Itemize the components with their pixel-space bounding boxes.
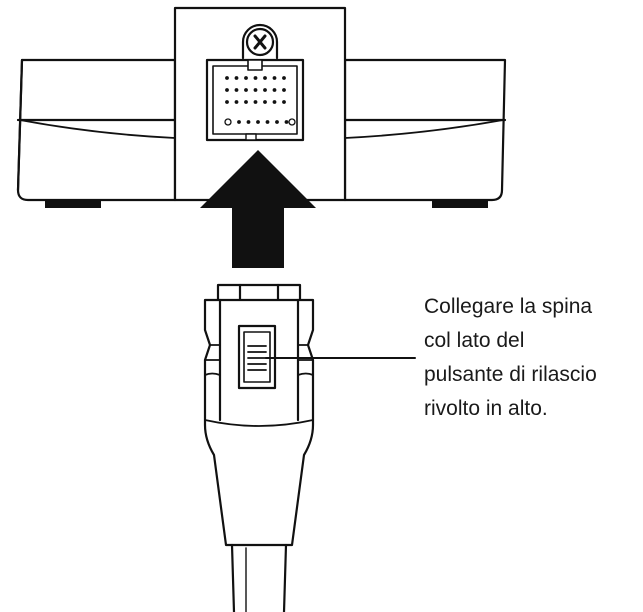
- socket-pin: [263, 100, 267, 104]
- socket-pin: [282, 100, 286, 104]
- socket-pin: [234, 88, 239, 92]
- unit-left-wing: [16, 58, 177, 208]
- caption-line-4: rivolto in alto.: [424, 397, 548, 420]
- socket-pin: [284, 120, 289, 124]
- socket-pin: [272, 100, 277, 104]
- socket-pin: [265, 120, 270, 124]
- socket-pin: [234, 100, 239, 104]
- insert-arrow-icon: [200, 150, 316, 268]
- socket-port: [205, 58, 305, 142]
- socket-pin: [244, 100, 248, 104]
- socket-pin: [253, 88, 258, 92]
- socket-pin: [225, 100, 229, 104]
- instruction-caption: Collegare la spina col lato del pulsante…: [424, 290, 643, 426]
- socket-pin: [275, 120, 279, 124]
- socket-pin: [263, 88, 267, 92]
- socket-pin: [225, 76, 229, 80]
- caption-line-1: Collegare la spina: [424, 295, 593, 318]
- socket-pin: [272, 76, 277, 80]
- socket-pin: [246, 120, 251, 124]
- cable: [230, 543, 288, 612]
- caption-line-2: col lato del: [424, 329, 525, 352]
- socket-pin: [244, 88, 248, 92]
- socket-pin-grid: [225, 76, 289, 124]
- socket-pin: [234, 76, 239, 80]
- screw-icon: [241, 23, 279, 60]
- connector-plug: [203, 283, 315, 547]
- socket-pin: [225, 88, 229, 92]
- socket-pin: [253, 76, 258, 80]
- socket-pin: [256, 120, 260, 124]
- socket-pin: [253, 100, 258, 104]
- socket-pin: [272, 88, 277, 92]
- socket-pin: [263, 76, 267, 80]
- socket-pin: [282, 88, 286, 92]
- caption-line-3: pulsante di rilascio: [424, 363, 597, 386]
- socket-pin: [244, 76, 248, 80]
- socket-pin: [282, 76, 286, 80]
- unit-right-wing: [343, 58, 507, 208]
- socket-pin: [237, 120, 241, 124]
